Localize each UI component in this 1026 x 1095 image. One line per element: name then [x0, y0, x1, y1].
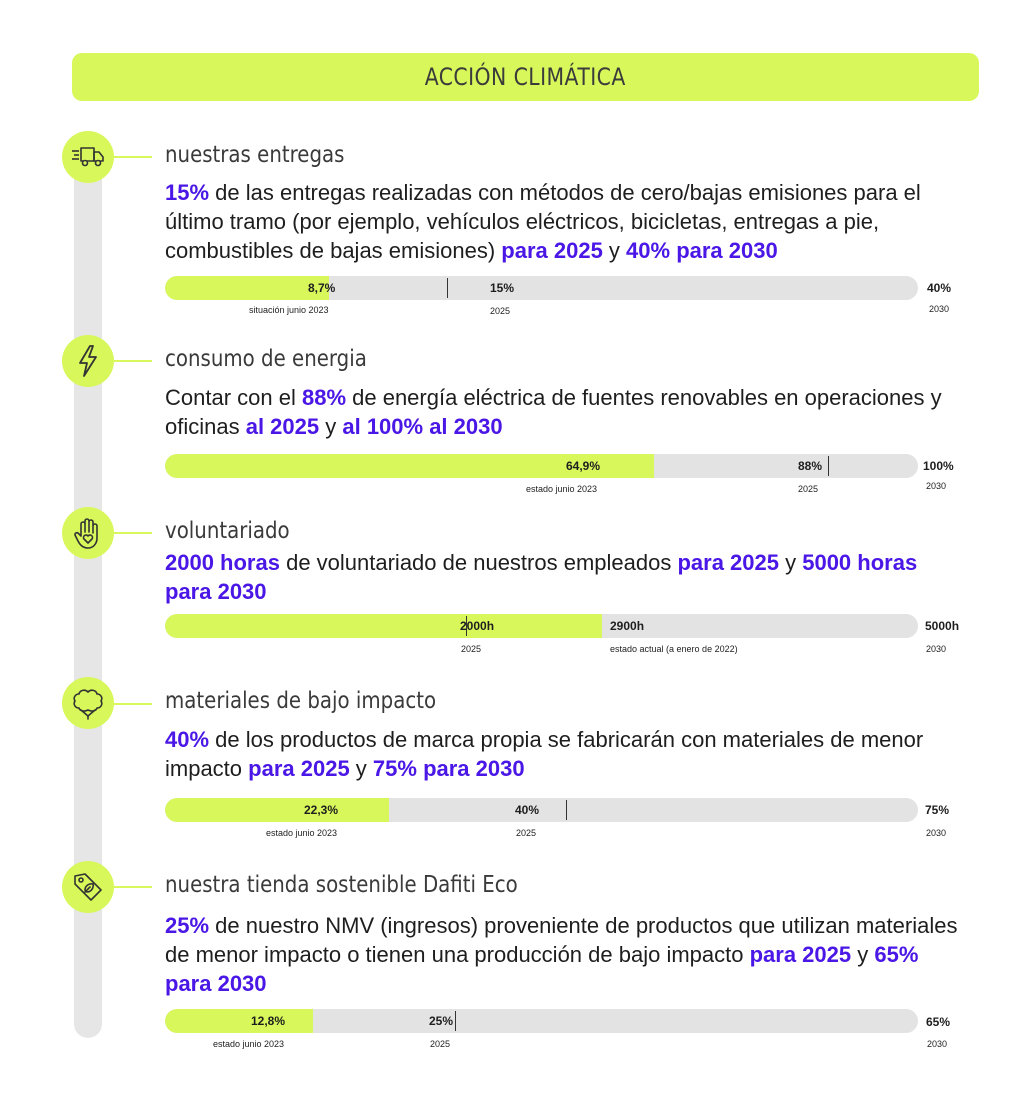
- section-text: 15% de las entregas realizadas con métod…: [165, 178, 965, 265]
- highlight-text: 88%: [301, 385, 347, 410]
- target-value: 15%: [490, 281, 515, 295]
- connector: [112, 156, 152, 158]
- progress-bar: [165, 614, 918, 638]
- body-text: y: [602, 238, 627, 263]
- target-value: 2000h: [460, 619, 495, 633]
- section-title: nuestras entregas: [165, 142, 345, 168]
- progress-fill: [165, 276, 329, 300]
- current-value: 64,9%: [566, 459, 601, 473]
- highlight-text: para 2025: [677, 550, 779, 575]
- end-label: 2030: [926, 644, 947, 654]
- section-title: nuestra tienda sostenible Dafiti Eco: [165, 872, 518, 898]
- connector: [112, 360, 152, 362]
- connector: [112, 886, 152, 888]
- highlight-text: 25%: [165, 913, 210, 938]
- cotton-plant-icon: [62, 677, 114, 729]
- current-value: 12,8%: [251, 1014, 286, 1028]
- end-value: 5000h: [925, 619, 960, 633]
- section-title: consumo de energia: [165, 346, 367, 372]
- target-tick: [454, 1011, 456, 1031]
- target-label: 2025: [490, 306, 511, 316]
- end-label: 2030: [926, 828, 947, 838]
- progress-bar: [165, 798, 918, 822]
- section-title: materiales de bajo impacto: [165, 688, 437, 714]
- eco-tag-icon: [62, 861, 114, 913]
- connector: [112, 703, 152, 705]
- target-label: 2025: [461, 644, 482, 654]
- progress-fill: [165, 454, 654, 478]
- body-text: de energía eléctrica de fuentes renovabl…: [165, 385, 942, 439]
- section-title: voluntariado: [165, 518, 290, 544]
- highlight-text: para 2025: [749, 942, 852, 967]
- progress-fill: [165, 798, 389, 822]
- hand-heart-icon: [62, 507, 114, 559]
- progress-fill: [165, 1009, 314, 1033]
- highlight-text: 2000 horas: [165, 550, 280, 575]
- highlight-text: para 2025: [501, 238, 603, 263]
- body-text: de las entregas realizadas con métodos d…: [165, 180, 921, 263]
- highlight-text: 15%: [165, 180, 210, 205]
- body-text: de los productos de marca propia se fabr…: [165, 727, 924, 781]
- end-label: 2030: [926, 481, 947, 491]
- body-text: de voluntariado de nuestros empleados: [279, 550, 678, 575]
- target-tick: [447, 278, 449, 298]
- current-label: estado junio 2023: [266, 828, 338, 838]
- end-value: 100%: [923, 459, 954, 473]
- end-label: 2030: [927, 1039, 948, 1049]
- highlight-text: 65% para 2030: [165, 942, 919, 996]
- current-label: estado junio 2023: [526, 484, 598, 494]
- end-value: 40%: [927, 281, 952, 295]
- body-text: Contar con el: [165, 385, 302, 410]
- connector: [112, 532, 152, 534]
- highlight-text: 75% para 2030: [372, 756, 525, 781]
- target-value: 40%: [515, 803, 540, 817]
- progress-bar: [165, 1009, 918, 1033]
- highlight-text: 40%: [165, 727, 210, 752]
- section-text: Contar con el 88% de energía eléctrica d…: [165, 383, 965, 441]
- highlight-text: para 2025: [248, 756, 350, 781]
- current-label: situación junio 2023: [249, 305, 329, 315]
- highlight-text: al 100% al 2030: [342, 414, 503, 439]
- end-label: 2030: [929, 304, 950, 314]
- body-text: y: [319, 414, 343, 439]
- progress-bar: [165, 454, 918, 478]
- lightning-bolt-icon: [62, 335, 114, 387]
- body-text: y: [851, 942, 875, 967]
- target-label: 2025: [516, 828, 537, 838]
- current-label: estado junio 2023: [213, 1039, 285, 1049]
- target-tick: [566, 800, 568, 820]
- body-text: de nuestro NMV (ingresos) proveniente de…: [165, 913, 958, 967]
- target-value: 88%: [798, 459, 823, 473]
- body-text: y: [778, 550, 803, 575]
- page-title: ACCIÓN CLIMÁTICA: [424, 63, 626, 91]
- current-label: estado actual (a enero de 2022): [610, 644, 738, 654]
- delivery-truck-icon: [62, 131, 114, 183]
- progress-fill: [165, 614, 602, 638]
- target-value: 25%: [429, 1014, 454, 1028]
- target-label: 2025: [798, 484, 819, 494]
- current-value: 8,7%: [308, 281, 336, 295]
- target-tick: [466, 616, 468, 636]
- body-text: y: [349, 756, 373, 781]
- highlight-text: al 2025: [245, 414, 320, 439]
- target-label: 2025: [430, 1039, 451, 1049]
- highlight-text: 40% para 2030: [626, 238, 778, 263]
- header-bar: ACCIÓN CLIMÁTICA: [72, 53, 979, 101]
- target-tick: [827, 456, 829, 476]
- section-text: 25% de nuestro NMV (ingresos) provenient…: [165, 911, 965, 998]
- highlight-text: 5000 horas para 2030: [165, 550, 918, 604]
- current-value: 2900h: [610, 619, 645, 633]
- end-value: 75%: [925, 803, 950, 817]
- current-value: 22,3%: [304, 803, 339, 817]
- section-text: 40% de los productos de marca propia se …: [165, 725, 965, 783]
- progress-bar: [165, 276, 918, 300]
- end-value: 65%: [926, 1015, 951, 1029]
- section-text: 2000 horas de voluntariado de nuestros e…: [165, 548, 965, 606]
